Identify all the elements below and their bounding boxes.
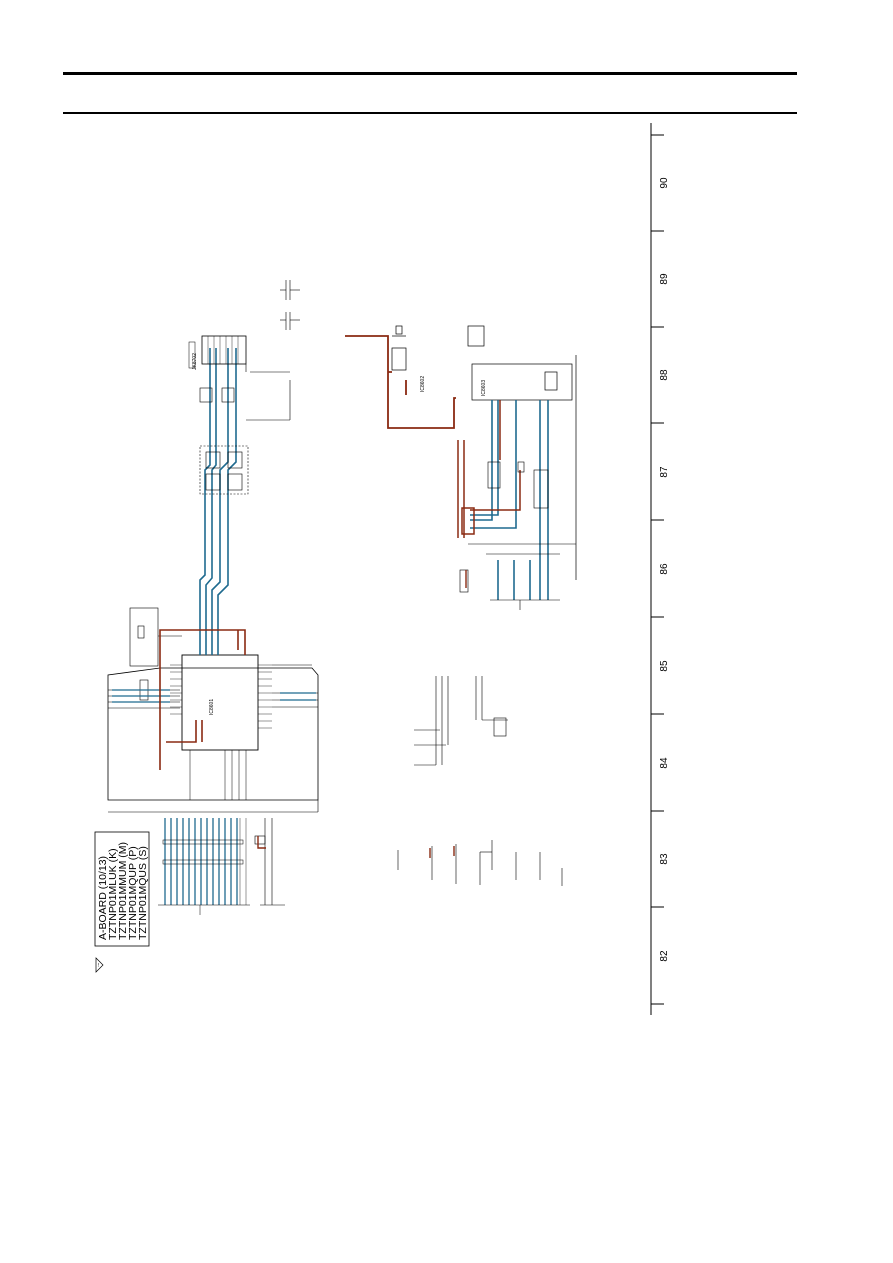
right-component-stacks: [459, 461, 576, 610]
cap-group-top: [280, 280, 300, 330]
ruler-label-89: 89: [659, 273, 670, 285]
ruler-label-83: 83: [659, 853, 670, 865]
header-top-rule: [63, 72, 797, 75]
title-line-3: TZTNP01MQUP (P): [127, 846, 139, 940]
test-point-stubs: [397, 840, 563, 886]
title-line-2: TZTNP01MMUM (M): [117, 842, 129, 940]
ruler-label-82: 82: [659, 950, 670, 962]
ic8602-brown-net: [345, 335, 456, 429]
switch-block: [199, 364, 291, 495]
title-block: A-BOARD (10/13) TZTNP01MLUK (K) TZTNP01M…: [94, 831, 150, 973]
ruler-label-84: 84: [659, 757, 670, 769]
lower-brown-stub: [257, 836, 266, 849]
lower-left-connector-marks: [158, 839, 250, 915]
brown-power-ic8601: [159, 629, 246, 770]
ic8601-right-nets: [189, 664, 318, 800]
ruler-label-85: 85: [659, 660, 670, 672]
ruler-label-86: 86: [659, 563, 670, 575]
ic8601: IC8601: [170, 654, 272, 751]
ruler-label-90: 90: [659, 177, 670, 189]
ic8603: IC8603: [467, 325, 577, 580]
ic8602-label: IC8602: [420, 376, 426, 392]
lower-pair-lines: [254, 818, 285, 906]
ic8602: IC8602: [391, 325, 426, 392]
ic8601-right-blue: [280, 692, 316, 701]
ruler-label-87: 87: [659, 466, 670, 478]
page-ruler: 90 89 88 87 86 85 84 83 82: [650, 123, 670, 1015]
ruler-label-88: 88: [659, 369, 670, 381]
jk8702: JK8702: [188, 335, 247, 370]
brown-stubs-small: [429, 570, 467, 858]
blue-bus-upper: [199, 348, 237, 655]
right-brown-bus: [457, 400, 521, 538]
right-blue-bus: [470, 400, 549, 600]
svg-text:!: !: [98, 963, 100, 969]
mid-circuits: [414, 676, 508, 766]
title-line-1: TZTNP01MLUK (K): [107, 848, 119, 940]
warning-icon: [95, 957, 104, 973]
title-line-4: TZTNP01MQUS (S): [137, 846, 149, 940]
lower-left-bus: [164, 818, 247, 905]
ic8603-label: IC8603: [481, 380, 487, 396]
title-line-0: A-BOARD (10/13): [97, 856, 109, 940]
ic8601-label: IC8601: [209, 699, 215, 715]
header-bottom-rule: [63, 112, 797, 114]
